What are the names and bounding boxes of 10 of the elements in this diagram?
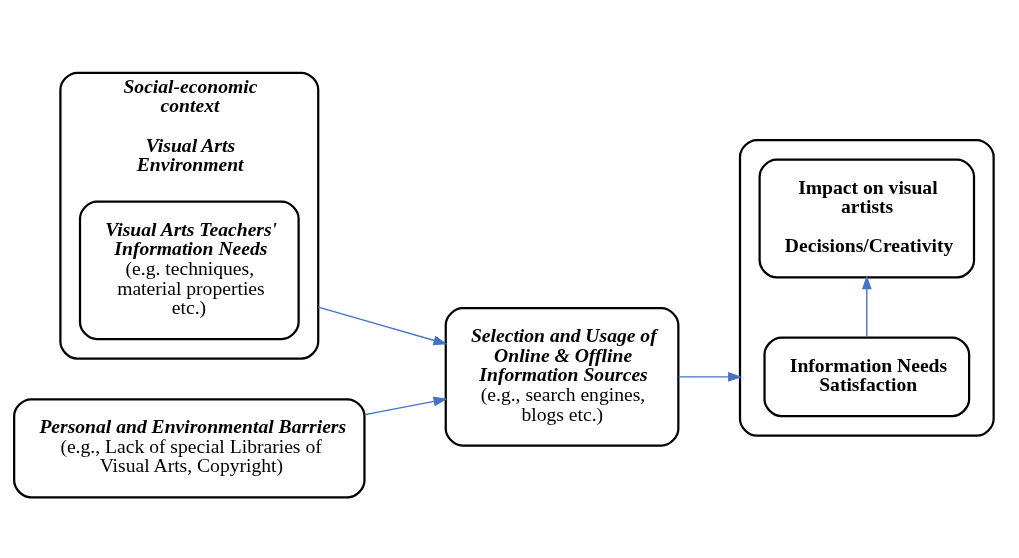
node-box: Information Needs Satisfaction xyxy=(763,336,971,417)
arrow xyxy=(861,274,872,338)
node-box: Personal and Environmental Barriers (e.g., Lack of special Libraries of Visual Arts, Copyright) xyxy=(13,397,366,498)
arrow xyxy=(677,371,743,382)
cluster xyxy=(738,138,995,437)
node-box: Selection and Usage of Online & Offline Information Sources (e.g., search engines, blogs etc.) xyxy=(444,306,680,447)
arrow xyxy=(364,396,448,415)
node-box: Impact on visual artists Decisions/Creativity xyxy=(758,158,976,278)
node-box: Visual Arts Teachers' Information Needs (e.g. techniques, material properties etc.) xyxy=(78,200,300,340)
arrow xyxy=(317,305,448,345)
